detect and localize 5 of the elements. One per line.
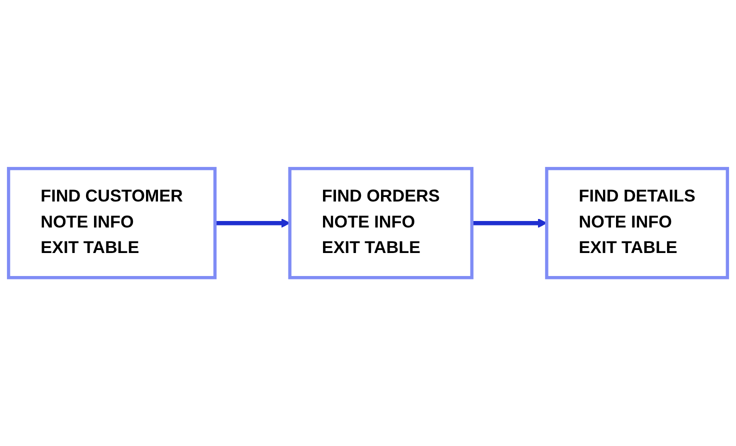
- arrow: [472, 218, 548, 228]
- node-box: FIND ORDERS NOTE INFO EXIT TABLE: [288, 166, 474, 280]
- arrow: [214, 218, 290, 228]
- node-box: FIND CUSTOMER NOTE INFO EXIT TABLE: [6, 166, 217, 280]
- node-box: FIND DETAILS NOTE INFO EXIT TABLE: [545, 166, 730, 280]
